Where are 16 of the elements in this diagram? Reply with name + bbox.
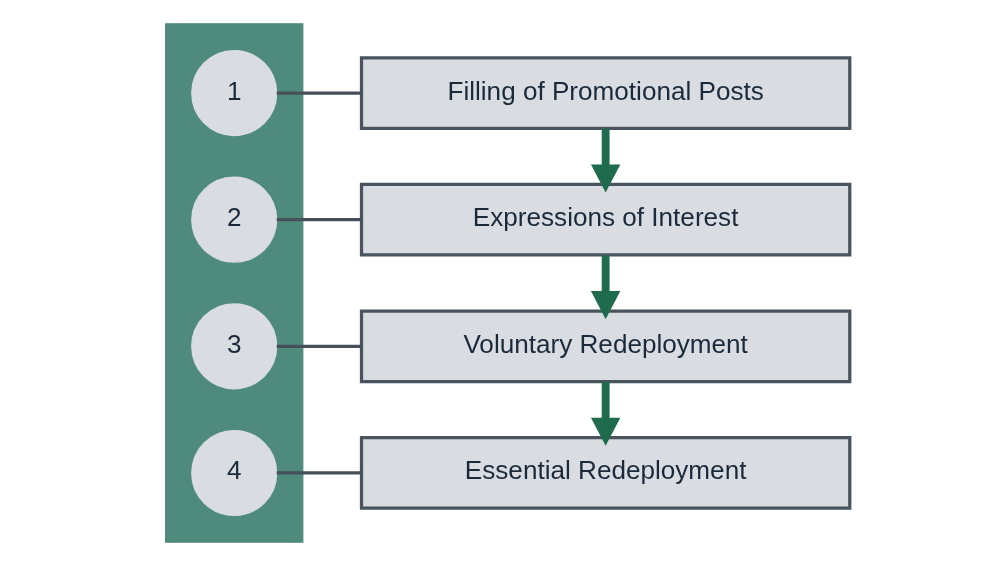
node-circle: 3: [191, 303, 278, 390]
node-circle: 4: [191, 429, 278, 517]
node-circle: 2: [191, 176, 278, 263]
arrow: [590, 128, 621, 193]
node-box: Essential Redeployment: [359, 436, 852, 510]
cluster: [165, 23, 304, 543]
connector: [276, 91, 362, 95]
arrow: [590, 381, 621, 446]
node-box: Filling of Promotional Posts: [359, 56, 852, 130]
node-box: Voluntary Redeployment: [359, 309, 852, 384]
node-box: Expressions of Interest: [359, 182, 852, 257]
connector: [276, 218, 362, 222]
connector: [276, 344, 362, 348]
node-circle: 1: [191, 49, 278, 137]
connector: [276, 471, 362, 475]
arrow: [590, 255, 621, 320]
